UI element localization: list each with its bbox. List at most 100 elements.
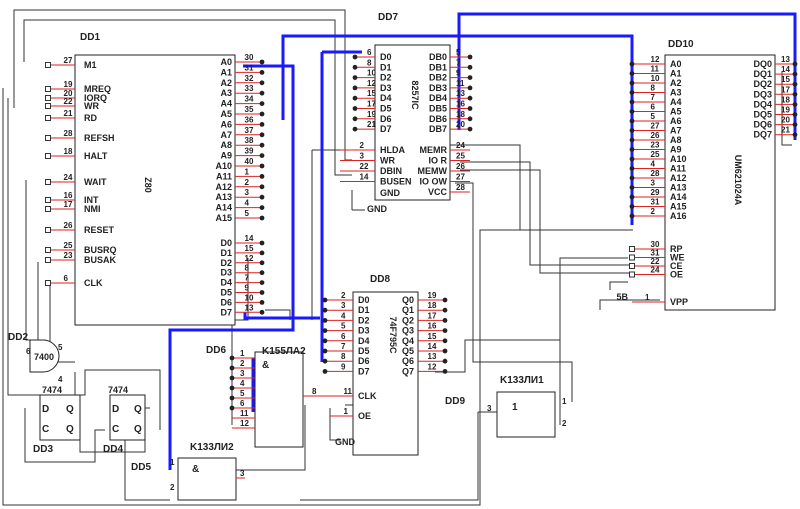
pin-name-D5: D5 <box>220 288 232 298</box>
terminal-D0 <box>352 54 358 60</box>
pin-number-23: 23 <box>64 251 73 260</box>
ic74-label: 74F795C <box>388 316 398 354</box>
terminal-D1 <box>352 64 358 70</box>
pin-name-A3: A3 <box>670 88 682 98</box>
pin-number-21: 21 <box>367 120 376 129</box>
pin-name-BUSEN: BUSEN <box>380 177 412 187</box>
terminal-A15 <box>629 204 635 209</box>
pin-number-15: 15 <box>245 244 254 253</box>
terminal-A6 <box>629 118 635 124</box>
pin-number-23: 23 <box>651 141 660 150</box>
pin-number-36: 36 <box>245 115 254 124</box>
pin-number-5: 5 <box>341 322 346 331</box>
pin-number-28: 28 <box>64 129 73 138</box>
pin-name-A13: A13 <box>215 192 232 202</box>
terminal-A9 <box>259 153 265 159</box>
pin-number-1: 1 <box>245 167 250 176</box>
pin-number-2: 2 <box>341 291 346 300</box>
pin-number-17: 17 <box>64 200 73 209</box>
pin-number-11: 11 <box>344 387 353 396</box>
terminal-D2 <box>352 75 358 80</box>
terminal-IORQ <box>45 95 51 101</box>
terminal-D5 <box>322 348 328 354</box>
pin-name-DQ5: DQ5 <box>753 110 772 120</box>
pin-number-2: 2 <box>360 141 365 150</box>
pin-name-A7: A7 <box>670 126 682 136</box>
pin-name-Q7: Q7 <box>402 366 414 376</box>
ff1-c: C <box>42 424 49 435</box>
dd1-label: DD1 <box>80 32 100 43</box>
pin-name-CLK: CLK <box>84 278 103 288</box>
pin-name-A10: A10 <box>670 154 687 164</box>
pin-name-DQ2: DQ2 <box>753 79 772 89</box>
pin-name-A2: A2 <box>670 78 682 88</box>
pin-name-A13: A13 <box>670 183 687 193</box>
pin-number-15: 15 <box>781 75 790 84</box>
ff2-d: D <box>112 404 119 415</box>
terminal-DB1 <box>467 64 473 70</box>
dd6-pin-11: 11 <box>240 409 249 418</box>
pin-number-5: 5 <box>456 48 461 57</box>
pin-number-9: 9 <box>341 362 346 371</box>
pin-name-A10: A10 <box>215 161 232 171</box>
terminal-D0 <box>322 297 328 303</box>
dd9-label: DD9 <box>445 396 465 407</box>
ff2-c: C <box>112 424 119 435</box>
pin-number-12: 12 <box>367 79 376 88</box>
terminal-Q2 <box>442 318 448 323</box>
pin-name-Q1: Q1 <box>402 305 414 315</box>
pin-number-2: 2 <box>245 178 250 187</box>
pin-name-A15: A15 <box>215 213 232 223</box>
pin-number-27: 27 <box>64 56 73 65</box>
pin-number-18: 18 <box>428 301 437 310</box>
dd3-label: DD3 <box>33 444 53 455</box>
terminal-D6 <box>259 300 265 305</box>
pin-name-D2: D2 <box>380 73 392 83</box>
dd6-input-node-4 <box>229 385 235 391</box>
k133li1-label: K133ЛИ1 <box>500 375 544 386</box>
pin-name-vpp: VPP <box>670 297 688 307</box>
pin-number-15: 15 <box>367 89 376 98</box>
terminal-A1 <box>259 70 265 75</box>
terminal-D5 <box>259 290 265 295</box>
pin-name-OE: OE <box>358 411 371 421</box>
pin-number-17: 17 <box>781 85 790 94</box>
terminal-A14 <box>259 205 265 211</box>
pin-name-MEMR: MEMR <box>420 145 448 155</box>
pin-number-8: 8 <box>341 352 346 361</box>
dd9-pin-2: 2 <box>562 419 567 428</box>
pin-number-25: 25 <box>64 241 73 250</box>
terminal-WAIT <box>45 179 51 185</box>
terminal-D1 <box>322 307 328 313</box>
dd9-pin-1: 1 <box>562 397 567 406</box>
pin-name-DB1: DB1 <box>429 62 447 72</box>
terminal-DB3 <box>467 85 473 91</box>
pin-name-D6: D6 <box>380 114 392 124</box>
ff2-qn: Q <box>134 424 142 435</box>
terminal-A3 <box>629 90 635 95</box>
pin-name-D0: D0 <box>220 238 232 248</box>
terminal-DB5 <box>467 106 473 111</box>
pin-number-17: 17 <box>367 100 376 109</box>
pin-number-6: 6 <box>64 274 69 283</box>
pin-number-31: 31 <box>651 249 660 258</box>
pin-number-28: 28 <box>456 183 465 192</box>
terminal-OE <box>629 271 635 278</box>
pin-name-BUSAK: BUSAK <box>84 255 117 265</box>
terminal-A6 <box>259 122 265 127</box>
dd2-pin-5: 5 <box>58 343 63 352</box>
pin-name-A0: A0 <box>220 57 232 67</box>
terminal-REFSH <box>45 135 51 141</box>
pin-number-27: 27 <box>456 173 465 182</box>
pin-name-A12: A12 <box>215 182 232 192</box>
pin-number-26: 26 <box>651 131 660 140</box>
pin-number-31: 31 <box>651 198 660 207</box>
pin-number-9: 9 <box>245 284 250 293</box>
pin-name-A12: A12 <box>670 173 687 183</box>
pin-name-Q6: Q6 <box>402 356 414 366</box>
pin-number-4: 4 <box>245 199 250 208</box>
pin-name-A4: A4 <box>220 99 232 109</box>
pin-name-RESET: RESET <box>84 225 115 235</box>
dd4-label: DD4 <box>103 444 123 455</box>
terminal-RP <box>629 246 635 252</box>
